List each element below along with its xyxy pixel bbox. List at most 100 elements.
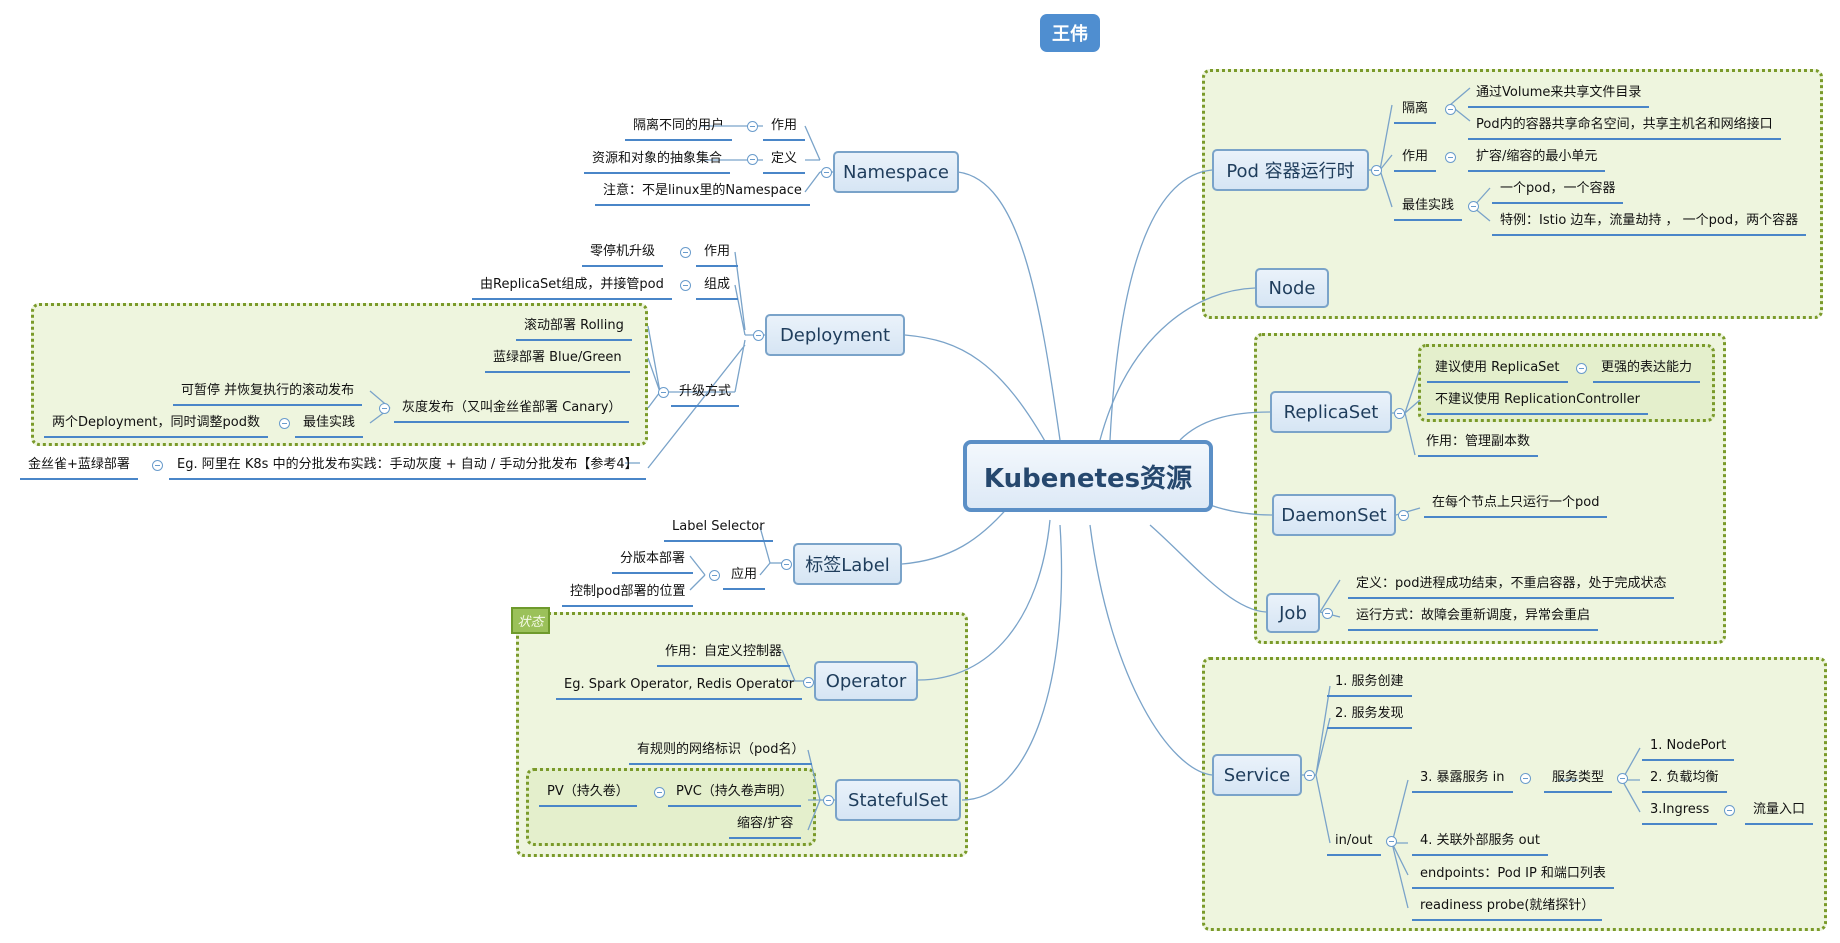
author-badge[interactable]: 王伟 — [1040, 14, 1100, 52]
replicaset-recommend-reason: 更强的表达能力 — [1592, 360, 1701, 383]
operator-eg: Eg. Spark Operator, Redis Operator — [555, 677, 803, 700]
toggle-canary[interactable] — [379, 403, 390, 414]
statefulset-pv: PV（持久卷） — [539, 784, 637, 807]
toggle-pod-isolation[interactable] — [1445, 104, 1456, 115]
namespace-def-label: 定义 — [762, 151, 806, 174]
job-definition: 定义：pod进程成功结束，不重启容器，处于完成状态 — [1347, 576, 1675, 599]
service-create: 1. 服务创建 — [1327, 674, 1412, 697]
toggle-service-expose[interactable] — [1520, 773, 1531, 784]
toggle-replicaset-recommend[interactable] — [1576, 363, 1587, 374]
toggle-service-inout[interactable] — [1386, 836, 1397, 847]
pod-best-label: 最佳实践 — [1393, 198, 1463, 221]
topic-label[interactable]: 标签Label — [793, 543, 902, 585]
job-run-mode: 运行方式：故障会重新调度，异常会重启 — [1347, 608, 1599, 631]
topic-daemonset[interactable]: DaemonSet — [1272, 494, 1396, 536]
topic-operator[interactable]: Operator — [814, 661, 918, 701]
pod-best-sidecar: 特例：Istio 边车，流量劫持 ， 一个pod，两个容器 — [1491, 213, 1807, 236]
toggle-deployment[interactable] — [753, 330, 764, 341]
deployment-eg-left: 金丝雀+蓝绿部署 — [20, 457, 138, 480]
deployment-canary: 灰度发布（又叫金丝雀部署 Canary） — [393, 400, 630, 423]
deployment-role-label: 作用 — [695, 244, 739, 267]
statefulset-scale: 缩容/扩容 — [728, 816, 802, 839]
replicaset-recommend: 建议使用 ReplicaSet — [1427, 360, 1568, 383]
toggle-service-ingress[interactable] — [1724, 805, 1735, 816]
deployment-compose-text: 由ReplicaSet组成，并接管pod — [472, 277, 672, 300]
topic-deployment[interactable]: Deployment — [765, 314, 905, 356]
pod-role-text: 扩容/缩容的最小单元 — [1467, 149, 1606, 172]
service-ingress-text: 流量入口 — [1744, 802, 1814, 825]
toggle-job[interactable] — [1322, 608, 1333, 619]
pod-role-label: 作用 — [1393, 149, 1437, 172]
topic-node[interactable]: Node — [1255, 268, 1329, 308]
toggle-pvc[interactable] — [654, 787, 665, 798]
storage-zone — [526, 768, 816, 846]
replicaset-role: 作用：管理副本数 — [1417, 434, 1539, 457]
pod-isolation-namespace: Pod内的容器共享命名空间，共享主机名和网络接口 — [1468, 117, 1781, 140]
label-selector: Label Selector — [664, 519, 773, 542]
service-endpoints: endpoints：Pod IP 和端口列表 — [1412, 866, 1614, 889]
toggle-label[interactable] — [781, 559, 792, 570]
toggle-replicaset[interactable] — [1394, 408, 1405, 419]
pod-isolation-label: 隔离 — [1393, 101, 1437, 124]
toggle-pod-best[interactable] — [1468, 201, 1479, 212]
toggle-label-apply[interactable] — [709, 570, 720, 581]
root-topic[interactable]: Kubenetes资源 — [963, 440, 1213, 512]
deployment-upgrade-label: 升级方式 — [670, 384, 740, 407]
label-ctrl-placement: 控制pod部署的位置 — [561, 584, 694, 607]
toggle-statefulset[interactable] — [823, 795, 834, 806]
service-out: 4. 关联外部服务 out — [1412, 833, 1548, 856]
deployment-best-label: 最佳实践 — [294, 415, 364, 438]
replicaset-not-recommend: 不建议使用 ReplicationController — [1426, 392, 1649, 415]
toggle-pod-role[interactable] — [1445, 152, 1456, 163]
toggle-best[interactable] — [279, 418, 290, 429]
toggle-eg[interactable] — [152, 460, 163, 471]
deployment-rolling: 滚动部署 Rolling — [516, 318, 632, 341]
replicaset-recommend-zone — [1418, 344, 1715, 422]
service-expose: 3. 暴露服务 in — [1412, 770, 1513, 793]
namespace-note: 注意：不是linux里的Namespace — [595, 183, 810, 206]
topic-pod[interactable]: Pod 容器运行时 — [1212, 149, 1369, 191]
operator-role: 作用：自定义控制器 — [656, 644, 791, 667]
pod-isolation-volume: 通过Volume来共享文件目录 — [1467, 85, 1650, 108]
deployment-role-text: 零停机升级 — [581, 244, 664, 267]
topic-job[interactable]: Job — [1266, 593, 1320, 633]
label-multi-version: 分版本部署 — [611, 551, 694, 574]
toggle-namespace-role[interactable] — [747, 121, 758, 132]
daemonset-desc: 在每个节点上只运行一个pod — [1423, 495, 1608, 518]
service-probe: readiness probe(就绪探针） — [1411, 898, 1603, 921]
topic-statefulset[interactable]: StatefulSet — [835, 779, 961, 821]
deployment-best-text: 两个Deployment，同时调整pod数 — [44, 415, 268, 438]
toggle-operator[interactable] — [803, 677, 814, 688]
pod-best-one: 一个pod，一个容器 — [1491, 181, 1624, 204]
toggle-deployment-role[interactable] — [680, 247, 691, 258]
service-type-ingress: 3.Ingress — [1641, 802, 1718, 825]
toggle-service-types[interactable] — [1617, 773, 1628, 784]
toggle-namespace-def[interactable] — [747, 154, 758, 165]
deployment-eg: Eg. 阿里在 K8s 中的分批发布实践：手动灰度 + 自动 / 手动分批发布【… — [169, 457, 646, 480]
namespace-role-text: 隔离不同的用户 — [624, 118, 733, 141]
statefulset-net-id: 有规则的网络标识（pod名） — [628, 742, 813, 765]
service-type-lb: 2. 负载均衡 — [1642, 770, 1727, 793]
statefulset-pvc: PVC（持久卷声明） — [668, 784, 801, 807]
namespace-def-text: 资源和对象的抽象集合 — [583, 151, 731, 174]
service-types: 服务类型 — [1543, 770, 1613, 793]
topic-replicaset[interactable]: ReplicaSet — [1270, 391, 1392, 433]
toggle-deployment-compose[interactable] — [680, 280, 691, 291]
deployment-pause: 可暂停 并恢复执行的滚动发布 — [172, 383, 363, 406]
topic-namespace[interactable]: Namespace — [833, 151, 959, 193]
topic-service[interactable]: Service — [1212, 754, 1302, 796]
deployment-bluegreen: 蓝绿部署 Blue/Green — [485, 350, 630, 373]
state-tag[interactable]: 状态 — [511, 607, 550, 634]
toggle-pod[interactable] — [1371, 165, 1382, 176]
namespace-role-label: 作用 — [762, 118, 806, 141]
toggle-daemonset[interactable] — [1398, 510, 1409, 521]
toggle-deployment-upgrade[interactable] — [658, 387, 669, 398]
service-inout: in/out — [1327, 833, 1380, 856]
service-type-nodeport: 1. NodePort — [1641, 738, 1735, 761]
service-discover: 2. 服务发现 — [1327, 706, 1412, 729]
toggle-service[interactable] — [1304, 770, 1315, 781]
service-zone — [1202, 657, 1827, 931]
toggle-namespace[interactable] — [821, 167, 832, 178]
